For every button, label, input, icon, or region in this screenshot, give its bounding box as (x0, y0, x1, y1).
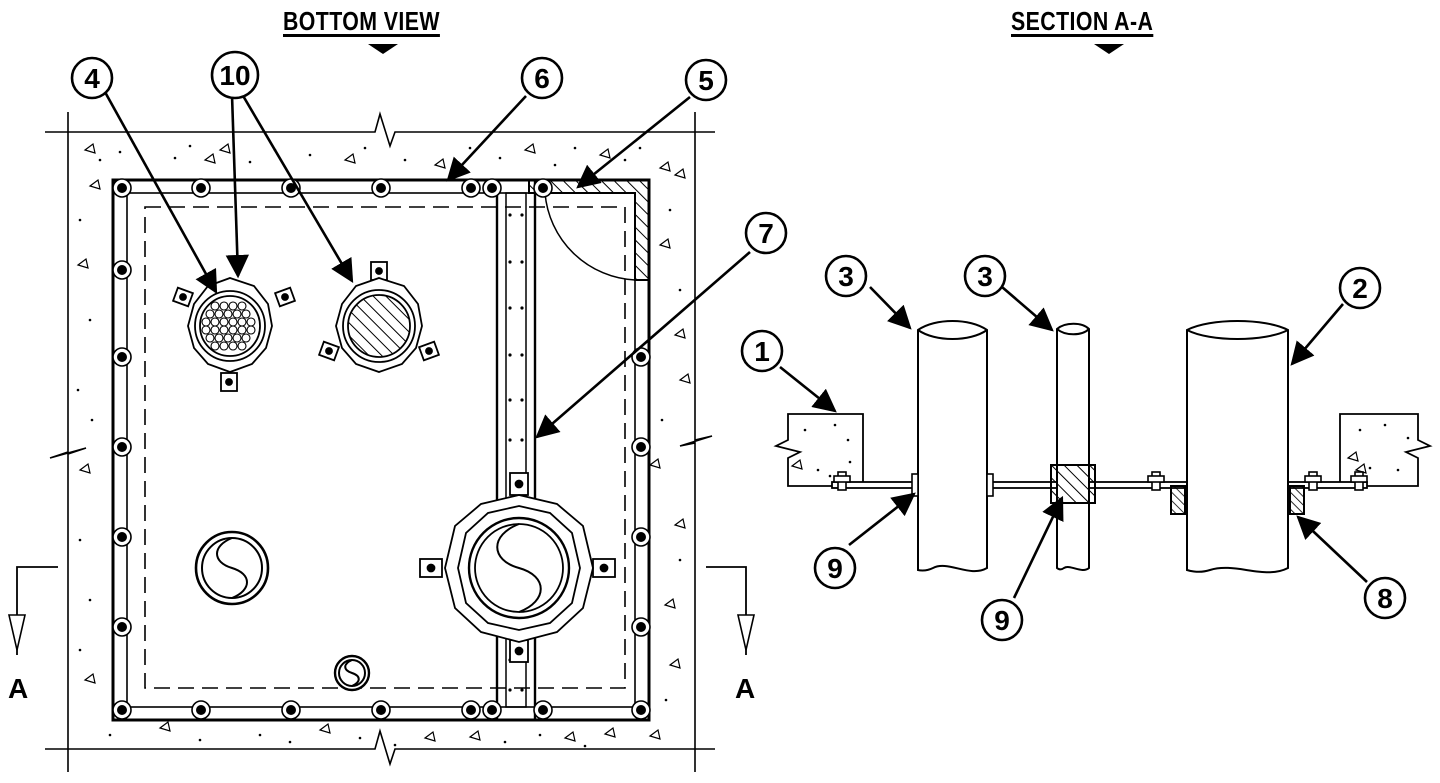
section-arrow-left (7, 614, 27, 651)
callout-balloon-9b (980, 598, 1024, 642)
slab-bottom-edge (45, 728, 715, 767)
split-bar-outer (495, 178, 537, 722)
cable-fitting-hatched (317, 261, 441, 373)
pipe-narrow (1056, 322, 1090, 571)
opening-dashed (144, 206, 626, 689)
callout-number-10: 10 (219, 60, 250, 91)
callout-number-1: 1 (754, 336, 770, 367)
bottom-title-marker (368, 44, 398, 54)
callout-balloon-8 (1363, 576, 1407, 620)
large-fitting (419, 472, 616, 663)
section-mark-right-label: A (735, 673, 756, 704)
callout-number-7: 7 (758, 218, 774, 249)
callout-balloon-2 (1338, 266, 1382, 310)
door-swing-arc (544, 192, 636, 281)
callout-number-9b: 9 (994, 605, 1010, 636)
grommet-left (1170, 485, 1186, 515)
section-arrow-right (736, 614, 756, 651)
narrow-pipe-collar (1050, 464, 1096, 504)
split-bar-inner (505, 192, 527, 708)
callout-balloon-3b (963, 254, 1007, 298)
callout-number-8: 8 (1377, 583, 1393, 614)
section-marker-right (706, 566, 747, 655)
callout-number-6: 6 (534, 63, 550, 94)
frame-bolts (112, 178, 651, 720)
callout-number-3b: 3 (977, 261, 993, 292)
callout-balloon-3a (824, 254, 868, 298)
section-title-marker (1094, 44, 1124, 54)
section-mark-left-label: A (8, 673, 29, 704)
pipe-large-right (1186, 320, 1289, 574)
section-view-title: SECTION A-A (1011, 6, 1154, 36)
cut-symbol-small (333, 654, 371, 692)
pipe-large-left (917, 320, 988, 573)
grommet-right (1289, 485, 1305, 515)
callout-number-9a: 9 (827, 553, 843, 584)
callout-balloon-5 (684, 58, 728, 102)
cable-fitting-small (171, 277, 297, 392)
slab-top-edge (45, 111, 715, 149)
callout-number-2: 2 (1352, 273, 1368, 304)
callout-number-4: 4 (84, 63, 100, 94)
section-view-leaders (779, 286, 1368, 599)
mounting-plate (831, 481, 1368, 489)
callout-number-5: 5 (698, 65, 714, 96)
cut-symbol-medium (194, 530, 270, 606)
callout-balloon-7 (744, 211, 788, 255)
callout-balloon-10 (210, 50, 260, 100)
slab-right-edge (679, 112, 713, 772)
frame-outer (111, 178, 651, 722)
bottom-view-leaders (103, 91, 751, 439)
section-marker-left (16, 566, 58, 655)
slab-left-edge (49, 112, 87, 772)
section-view (773, 320, 1433, 574)
callout-balloon-6 (520, 56, 564, 100)
concrete-texture (76, 142, 691, 742)
clamp-left (911, 473, 919, 497)
concrete-dots (76, 144, 682, 748)
callout-balloon-9a (813, 546, 857, 590)
callout-balloon-4 (70, 56, 114, 100)
bottom-view-title: BOTTOM VIEW (283, 6, 440, 36)
bottom-view (7, 111, 756, 772)
callout-balloon-1 (740, 329, 784, 373)
callout-number-3a: 3 (838, 261, 854, 292)
